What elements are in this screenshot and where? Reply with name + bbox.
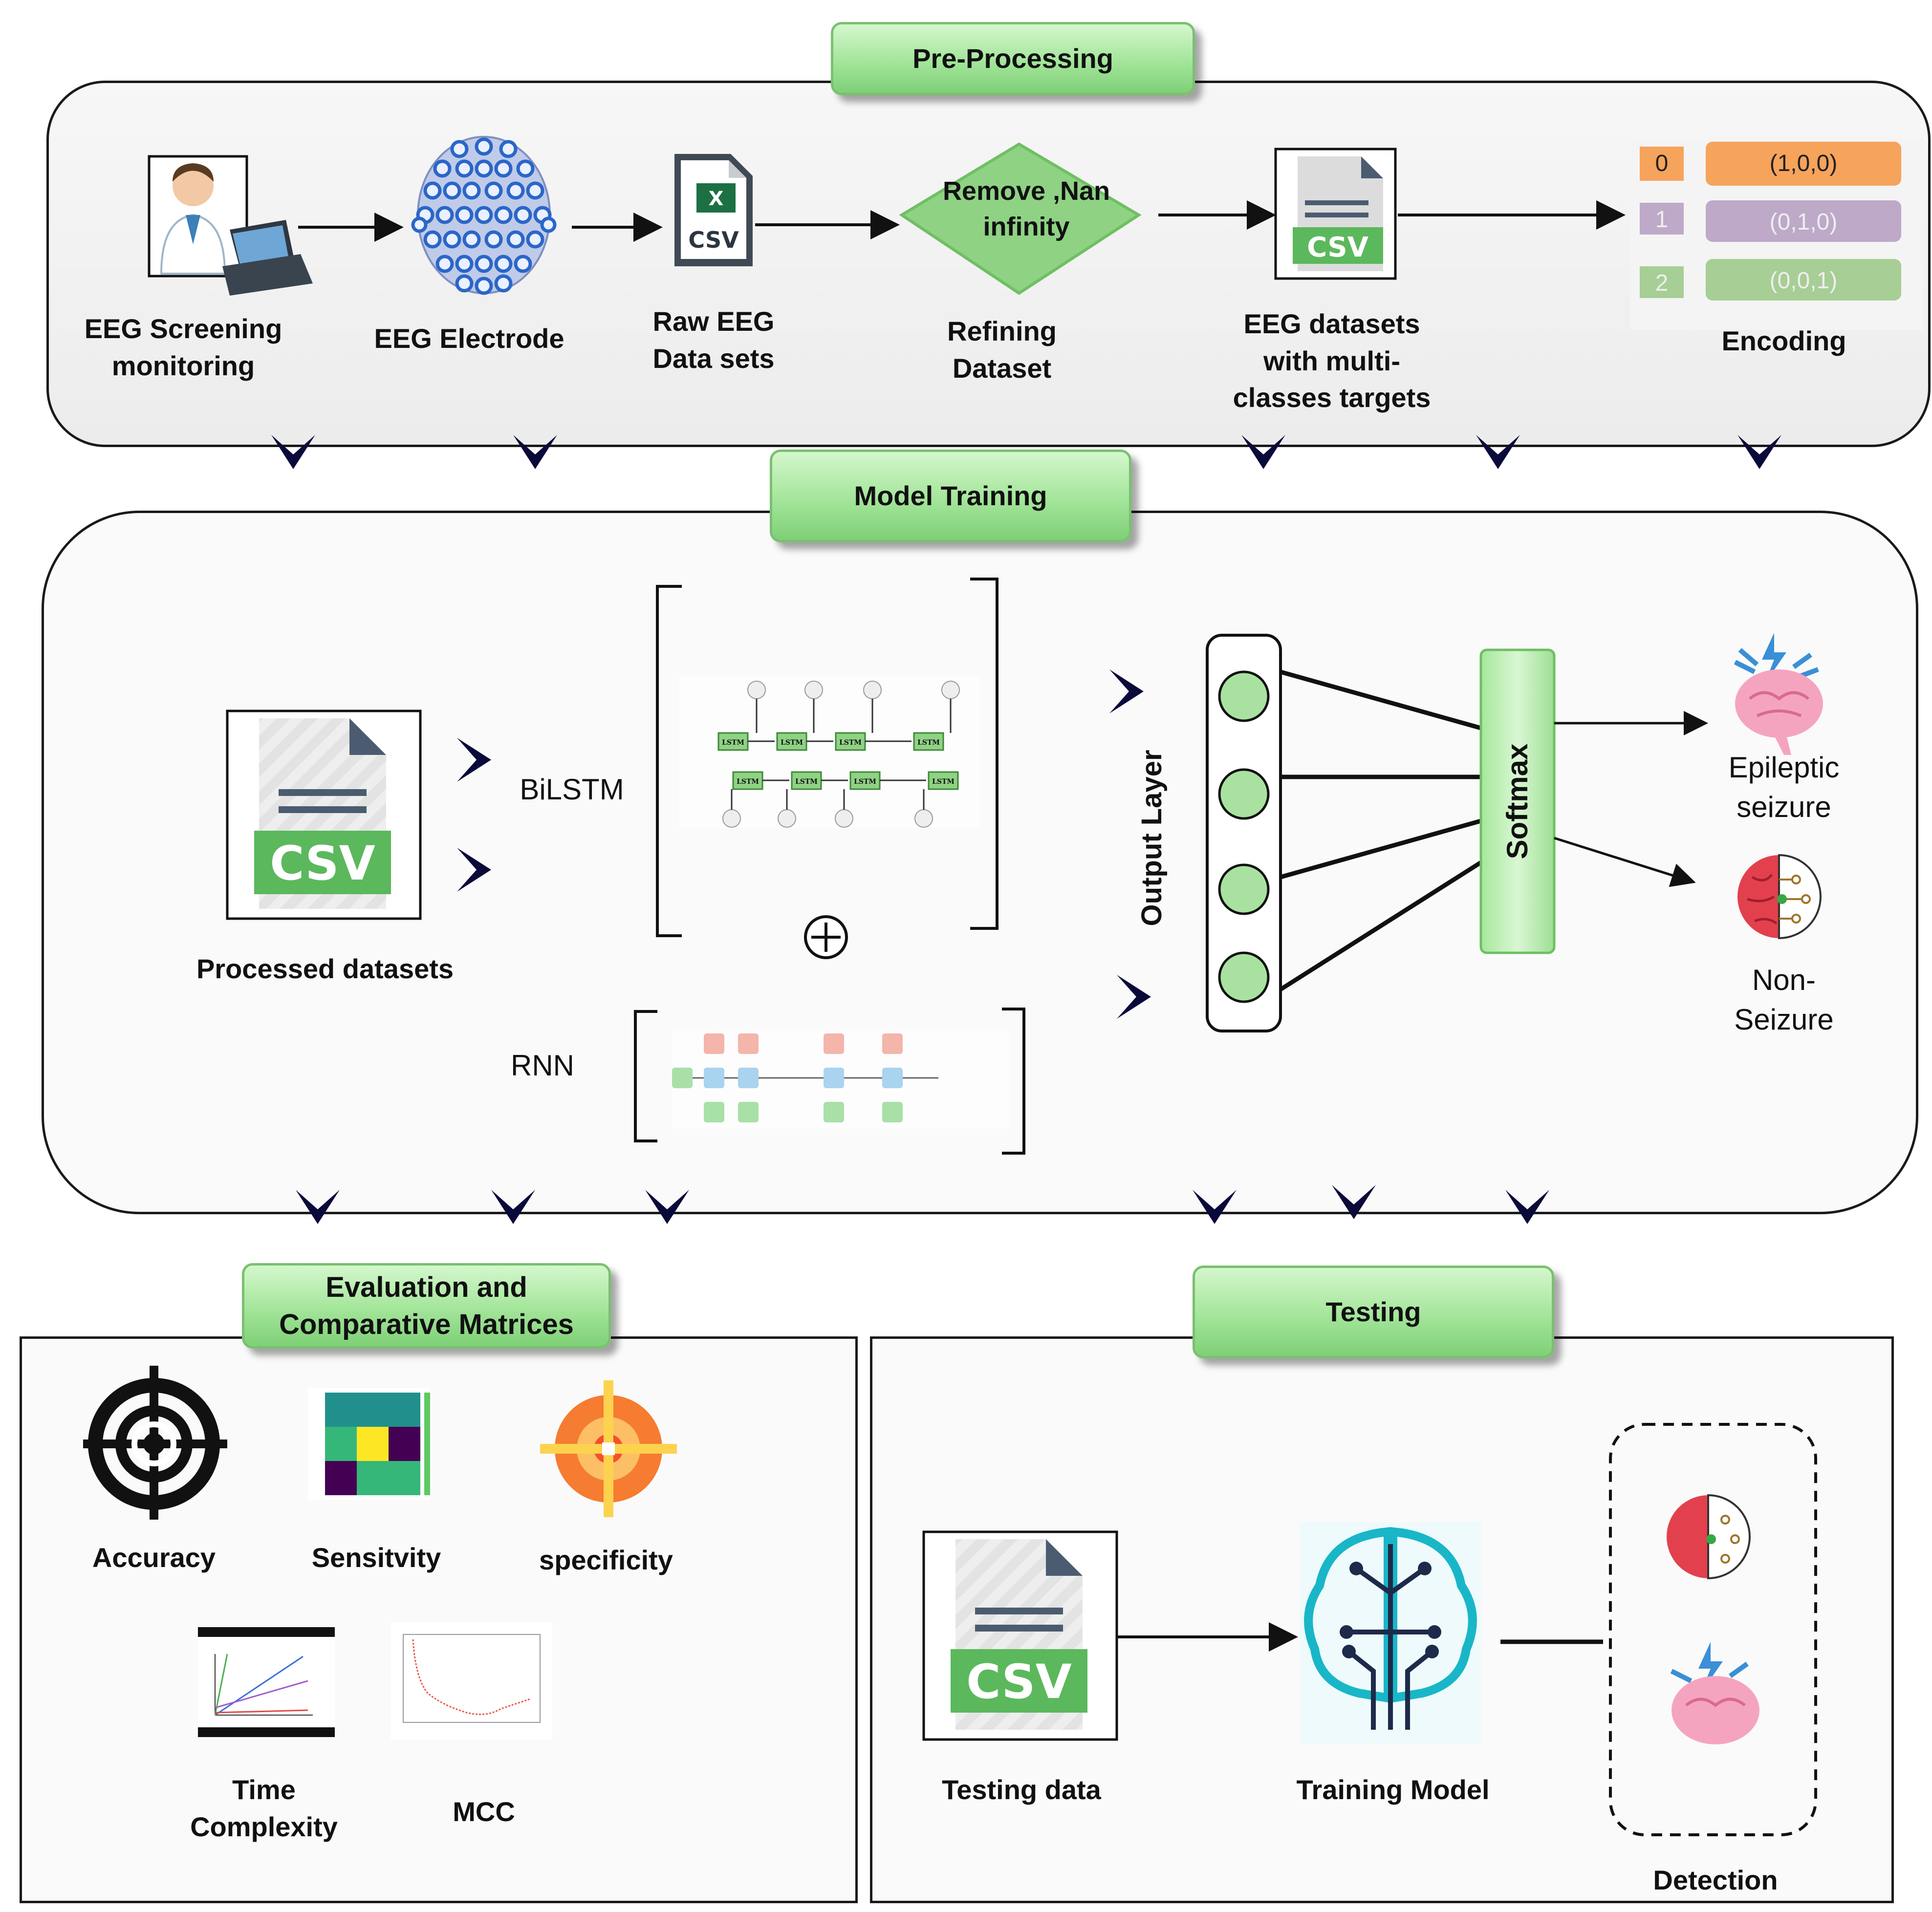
csv-file-icon: X CSV xyxy=(674,154,753,266)
label-training-model: Training Model xyxy=(1296,1774,1490,1805)
time-complexity-chart-icon xyxy=(198,1627,335,1737)
label-electrode: EEG Electrode xyxy=(374,323,564,354)
label-detection: Detection xyxy=(1653,1865,1778,1895)
accuracy-target-icon xyxy=(83,1366,227,1520)
rnn-diagram xyxy=(672,1031,1009,1129)
detection-seizure-brain-icon xyxy=(1670,1642,1759,1744)
csv-icon-label: CSV xyxy=(688,227,739,253)
bilstm-diagram: LSTM LSTM LSTM LSTM LSTM LSTM LSTM LSTM xyxy=(679,677,980,828)
svg-text:LSTM: LSTM xyxy=(781,739,803,747)
seizure-brain-icon xyxy=(1734,633,1823,755)
label-testing-data: Testing data xyxy=(942,1774,1101,1805)
label-raw: Raw EEG Data sets xyxy=(652,306,775,374)
svg-text:CSV: CSV xyxy=(1307,232,1368,263)
svg-text:LSTM: LSTM xyxy=(737,778,759,786)
label-bilstm: BiLSTM xyxy=(520,773,624,806)
sensitivity-heatmap-icon xyxy=(308,1388,430,1500)
softmax-arrows xyxy=(1554,711,1708,887)
label-output-layer: Output Layer xyxy=(1136,750,1168,926)
encoding-vector-2: (0,0,1) xyxy=(1770,268,1838,294)
rnn-bracket xyxy=(634,1008,1025,1155)
doctor-icon xyxy=(148,155,313,296)
chevron-row-2 xyxy=(296,1185,1549,1224)
preprocessing-header: Pre-Processing xyxy=(831,22,1195,95)
svg-text:LSTM: LSTM xyxy=(795,778,818,786)
specificity-crosshair-icon xyxy=(540,1380,677,1517)
mcc-chart-icon xyxy=(391,1622,552,1740)
label-multiclass: EEG datasets with multi-classes targets xyxy=(1233,308,1431,413)
label-sensitivity: Sensitvity xyxy=(311,1542,441,1573)
label-mcc: MCC xyxy=(453,1796,515,1827)
output-connections xyxy=(1279,669,1482,991)
preprocessing-arrows xyxy=(298,200,1626,242)
detection-nonseizure-brain-icon xyxy=(1667,1494,1751,1580)
refine-diamond xyxy=(899,142,1142,295)
encoding-index-0: 0 xyxy=(1655,150,1669,176)
label-time: Time Complexity xyxy=(190,1774,338,1842)
svg-text:X: X xyxy=(709,188,724,210)
encoding-index-2: 2 xyxy=(1655,270,1669,296)
ai-brain-icon xyxy=(1300,1522,1481,1744)
training-header: Model Training xyxy=(770,450,1131,542)
testing-header: Testing xyxy=(1193,1266,1554,1358)
evaluation-panel xyxy=(20,1336,858,1903)
label-rnn: RNN xyxy=(511,1049,574,1082)
label-processed: Processed datasets xyxy=(196,953,454,984)
output-layer xyxy=(1206,634,1282,1032)
softmax-box xyxy=(1479,648,1556,954)
svg-text:LSTM: LSTM xyxy=(839,739,862,747)
svg-text:LSTM: LSTM xyxy=(932,778,955,786)
bilstm-bracket xyxy=(656,578,999,937)
encoding-vector-0: (1,0,0) xyxy=(1770,150,1838,176)
encoding-index-1: 1 xyxy=(1655,207,1669,233)
svg-text:LSTM: LSTM xyxy=(917,739,940,747)
encoding-vector-1: (0,1,0) xyxy=(1770,209,1838,235)
testing-csv-icon: CSV xyxy=(922,1530,1118,1741)
label-softmax: Softmax xyxy=(1501,743,1534,859)
svg-text:LSTM: LSTM xyxy=(722,739,744,747)
svg-text:CSV: CSV xyxy=(270,836,375,891)
multiclass-csv-icon: CSV xyxy=(1274,148,1397,280)
chevron-row-1 xyxy=(271,435,1781,469)
label-accuracy: Accuracy xyxy=(92,1542,216,1573)
detection-box xyxy=(1609,1423,1817,1836)
evaluation-header: Evaluation and Comparative Matrices xyxy=(242,1263,611,1349)
nonseizure-brain-icon xyxy=(1737,854,1822,940)
label-specificity: specificity xyxy=(539,1545,673,1575)
eeg-electrode-icon xyxy=(411,136,557,295)
processed-csv-icon: CSV xyxy=(226,709,422,920)
refine-diamond-text: Remove ,Nan infinity xyxy=(942,176,1110,241)
label-encoding: Encoding xyxy=(1721,325,1846,356)
encoding-table: 0 (1,0,0) 1 (0,1,0) 2 (0,0,1) xyxy=(1630,139,1923,330)
svg-text:CSV: CSV xyxy=(966,1654,1072,1709)
label-refine: Refining Dataset xyxy=(947,316,1057,384)
label-screening: EEG Screening monitoring xyxy=(84,313,282,381)
label-nonseizure: Non-Seizure xyxy=(1734,964,1834,1036)
label-epileptic: Epileptic seizure xyxy=(1728,751,1840,823)
svg-text:LSTM: LSTM xyxy=(854,778,876,786)
concat-plus-icon xyxy=(804,915,848,959)
